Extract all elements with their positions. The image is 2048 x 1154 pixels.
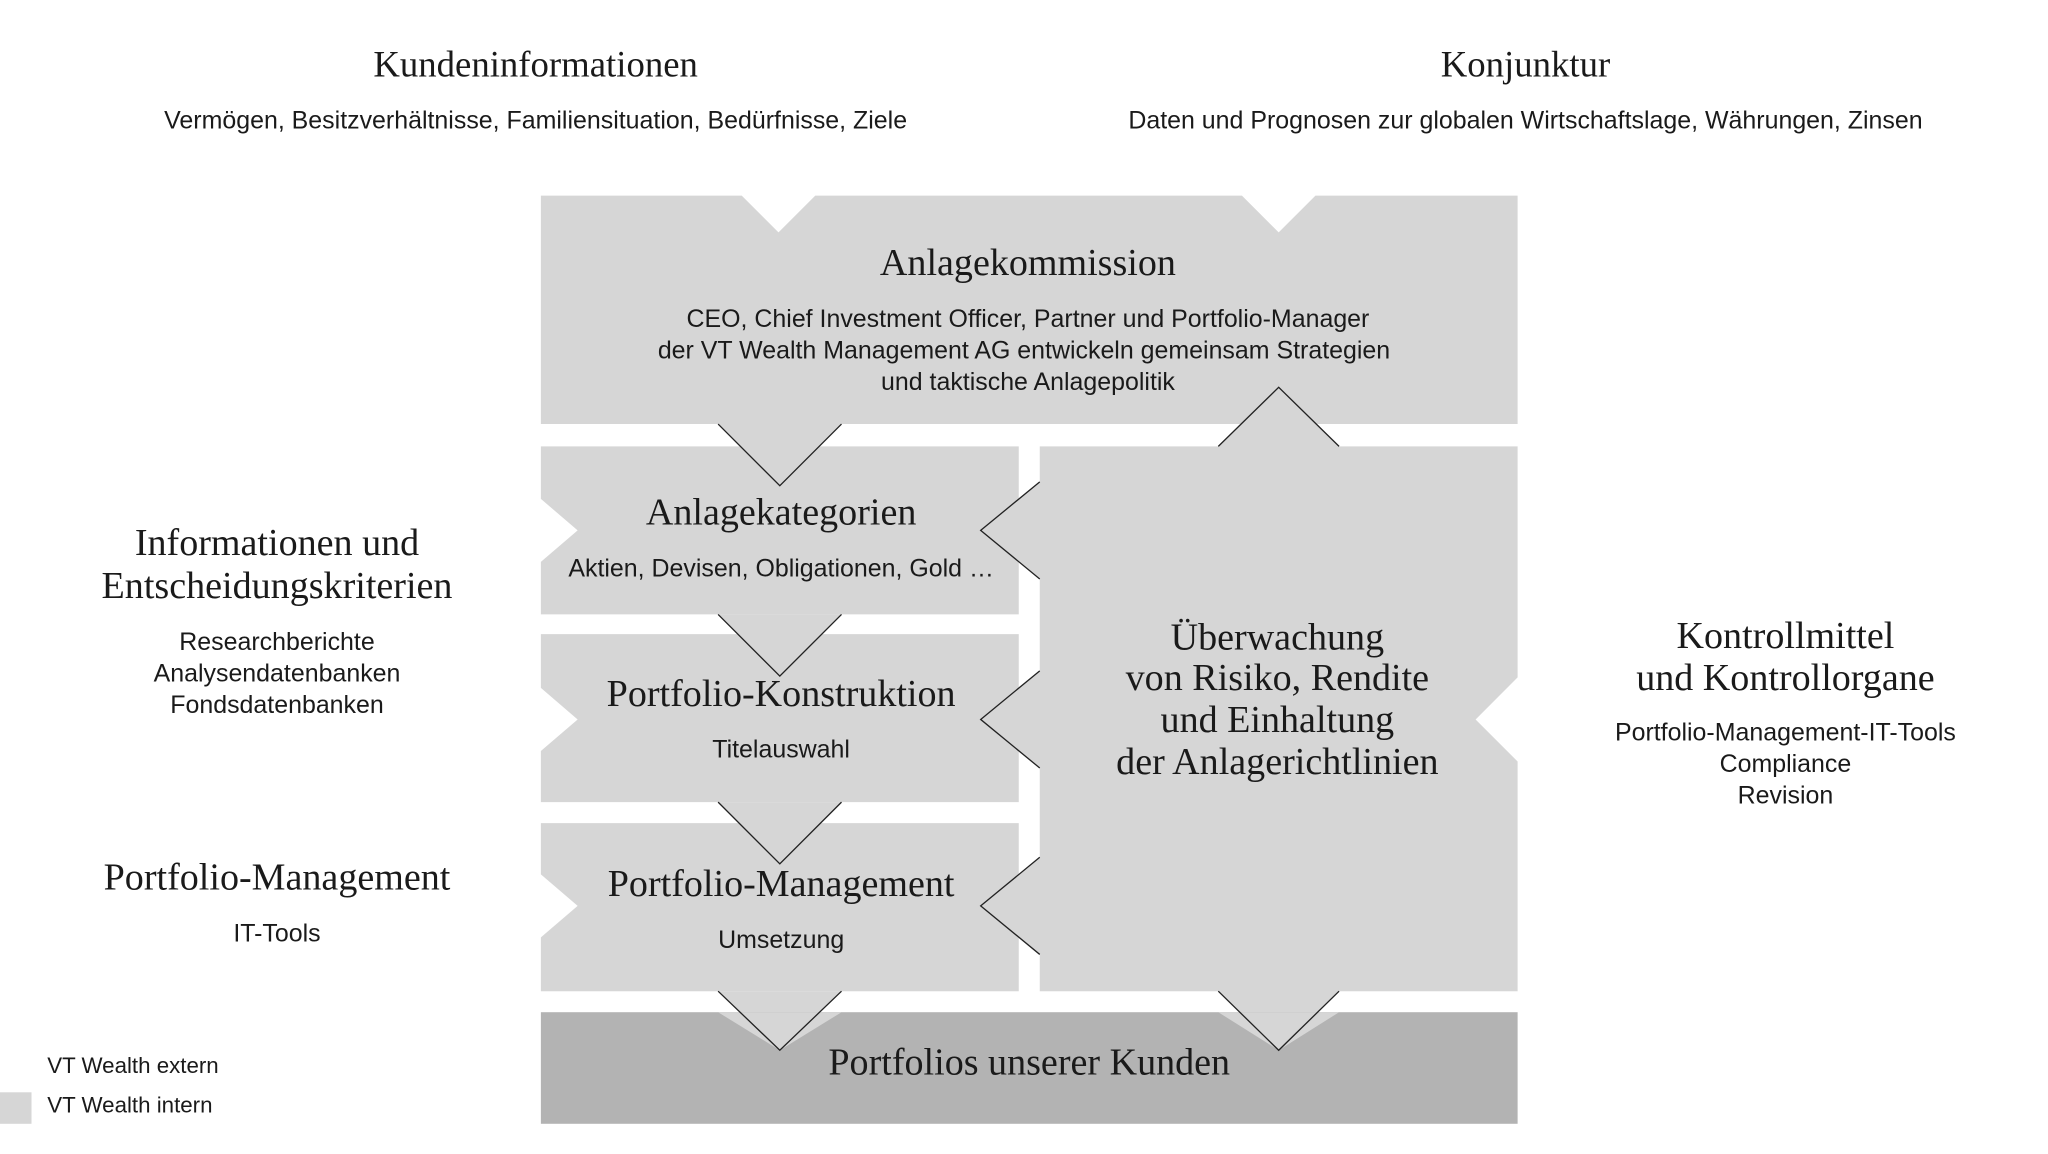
info-item: Fondsdatenbanken [170, 691, 384, 719]
legend-label: VT Wealth intern [47, 1093, 212, 1118]
control-item: Revision [1738, 781, 1834, 809]
client-portfolios-title: Portfolios unserer Kunden [828, 1042, 1230, 1084]
commission-line: der VT Wealth Management AG entwickeln g… [658, 336, 1390, 364]
info-item: Researchberichte [179, 628, 374, 656]
legend-label: VT Wealth extern [47, 1053, 218, 1078]
step-box-anlagekategorien [540, 446, 1019, 615]
pm-item: IT-Tools [233, 919, 320, 947]
commission-line: und taktische Anlagepolitik [881, 368, 1175, 396]
step-box-portfolio-management [540, 823, 1019, 992]
control-item: Compliance [1720, 750, 1852, 778]
client-portfolios-box [540, 1012, 1518, 1124]
step-title: Portfolio-Konstruktion [607, 673, 956, 715]
info-title: Entscheidungskriterien [102, 565, 453, 607]
monitoring-line: und Einhaltung [1161, 699, 1395, 741]
control-title: Kontrollmittel [1677, 615, 1895, 657]
step-subtitle: Aktien, Devisen, Obligationen, Gold … [568, 554, 994, 582]
monitoring-line: von Risiko, Rendite [1126, 657, 1429, 699]
monitoring-line: der Anlagerichtlinien [1116, 741, 1438, 783]
control-item: Portfolio-Management-IT-Tools [1615, 718, 1956, 746]
pm-title: Portfolio-Management [104, 857, 451, 899]
control-title: und Kontrollorgane [1636, 657, 1934, 699]
step-title: Portfolio-Management [608, 863, 955, 905]
step-title: Anlagekategorien [646, 492, 917, 534]
step-subtitle: Umsetzung [718, 926, 844, 954]
info-title: Informationen und [135, 522, 419, 564]
legend-swatch-intern [0, 1092, 32, 1124]
step-box-portfolio-konstruktion [540, 634, 1019, 803]
flow-arrows [717, 386, 1340, 1052]
monitoring-line: Überwachung [1171, 616, 1385, 658]
client-info-subtitle: Vermögen, Besitzverhältnisse, Familiensi… [164, 107, 907, 135]
economy-subtitle: Daten und Prognosen zur globalen Wirtsch… [1128, 107, 1922, 135]
commission-title: Anlagekommission [880, 242, 1176, 284]
info-item: Analysendatenbanken [154, 659, 401, 687]
client-info-title: Kundeninformationen [373, 44, 698, 85]
commission-line: CEO, Chief Investment Officer, Partner u… [687, 305, 1370, 333]
monitoring-box [980, 387, 1518, 1051]
legend: VT Wealth extern VT Wealth intern [0, 1052, 219, 1124]
economy-title: Konjunktur [1441, 44, 1610, 85]
legend-swatch-extern [0, 1052, 32, 1085]
step-subtitle: Titelauswahl [712, 736, 850, 764]
